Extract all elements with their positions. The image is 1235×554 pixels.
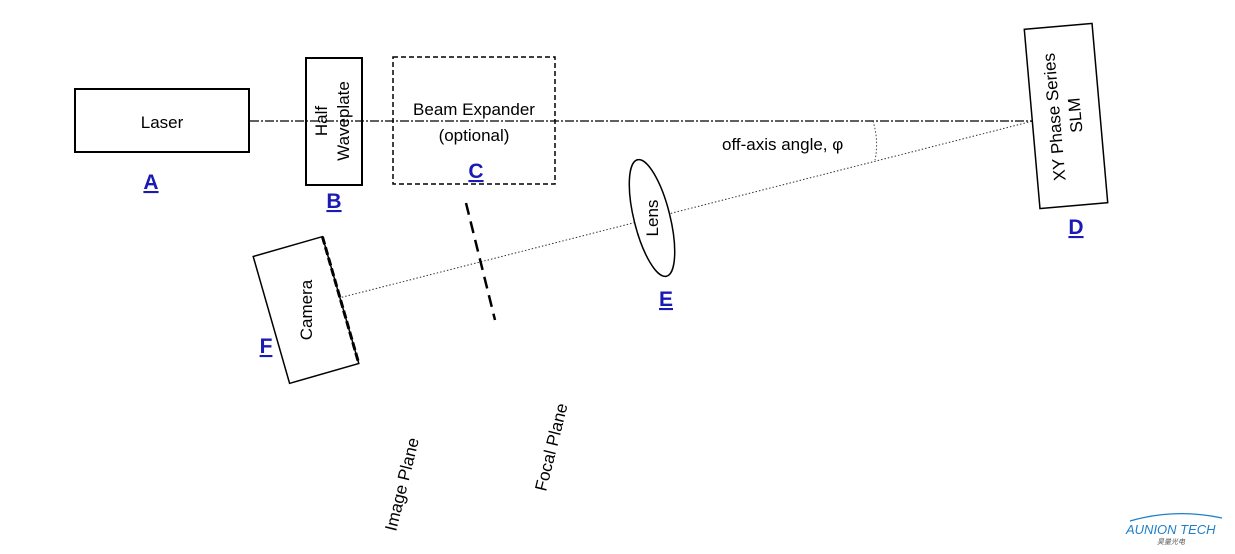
component-link-a[interactable]: A: [143, 171, 158, 194]
half-waveplate-box: [305, 57, 363, 186]
slm-box: [1023, 22, 1109, 210]
laser-box: [74, 88, 250, 153]
slm-label-line2: SLM: [1064, 97, 1086, 133]
component-link-c[interactable]: C: [468, 160, 483, 183]
laser-label: Laser: [141, 113, 184, 132]
component-link-d[interactable]: D: [1068, 216, 1083, 239]
component-link-f[interactable]: F: [260, 335, 273, 358]
image-plane-label: Image Plane: [381, 436, 423, 533]
angle-arc: [872, 120, 878, 161]
reflected-beam-path: [334, 120, 1034, 300]
off-axis-angle-label: off-axis angle, φ: [722, 135, 843, 154]
half-waveplate-label-line2: Waveplate: [334, 81, 353, 161]
logo-text: AUNION TECH: [1125, 522, 1216, 537]
half-waveplate-label-line1: Half: [312, 106, 331, 137]
lens-label: Lens: [643, 200, 662, 237]
lens-shape: [628, 158, 676, 278]
logo-subtext: 昊量光电: [1157, 538, 1186, 546]
logo-swoosh: [1129, 513, 1223, 522]
camera-label: Camera: [297, 279, 316, 340]
beam-expander-box: [392, 56, 556, 185]
focal-plane-line: [464, 202, 497, 321]
beam-expander-label-line2: (optional): [439, 126, 510, 145]
aunion-tech-logo: AUNION TECH 昊量光电: [1125, 513, 1223, 546]
focal-plane-label: Focal Plane: [531, 401, 571, 493]
component-link-e[interactable]: E: [659, 288, 673, 311]
component-link-b[interactable]: B: [326, 190, 341, 213]
beam-expander-label-line1: Beam Expander: [413, 100, 535, 119]
